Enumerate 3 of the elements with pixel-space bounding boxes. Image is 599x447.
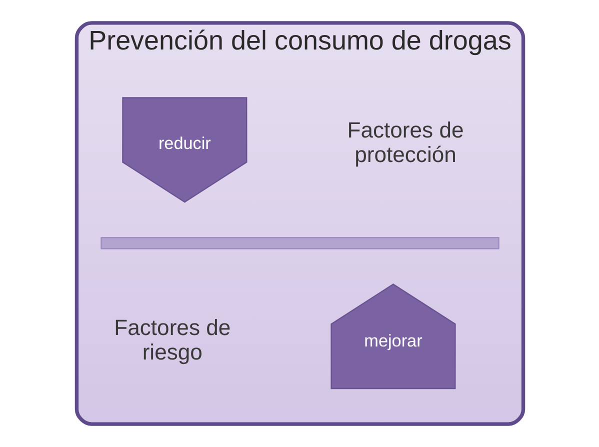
node-text: Factores de riesgo	[114, 315, 230, 365]
node-bar	[100, 237, 499, 250]
node-text: Factores de protección	[346, 118, 464, 168]
